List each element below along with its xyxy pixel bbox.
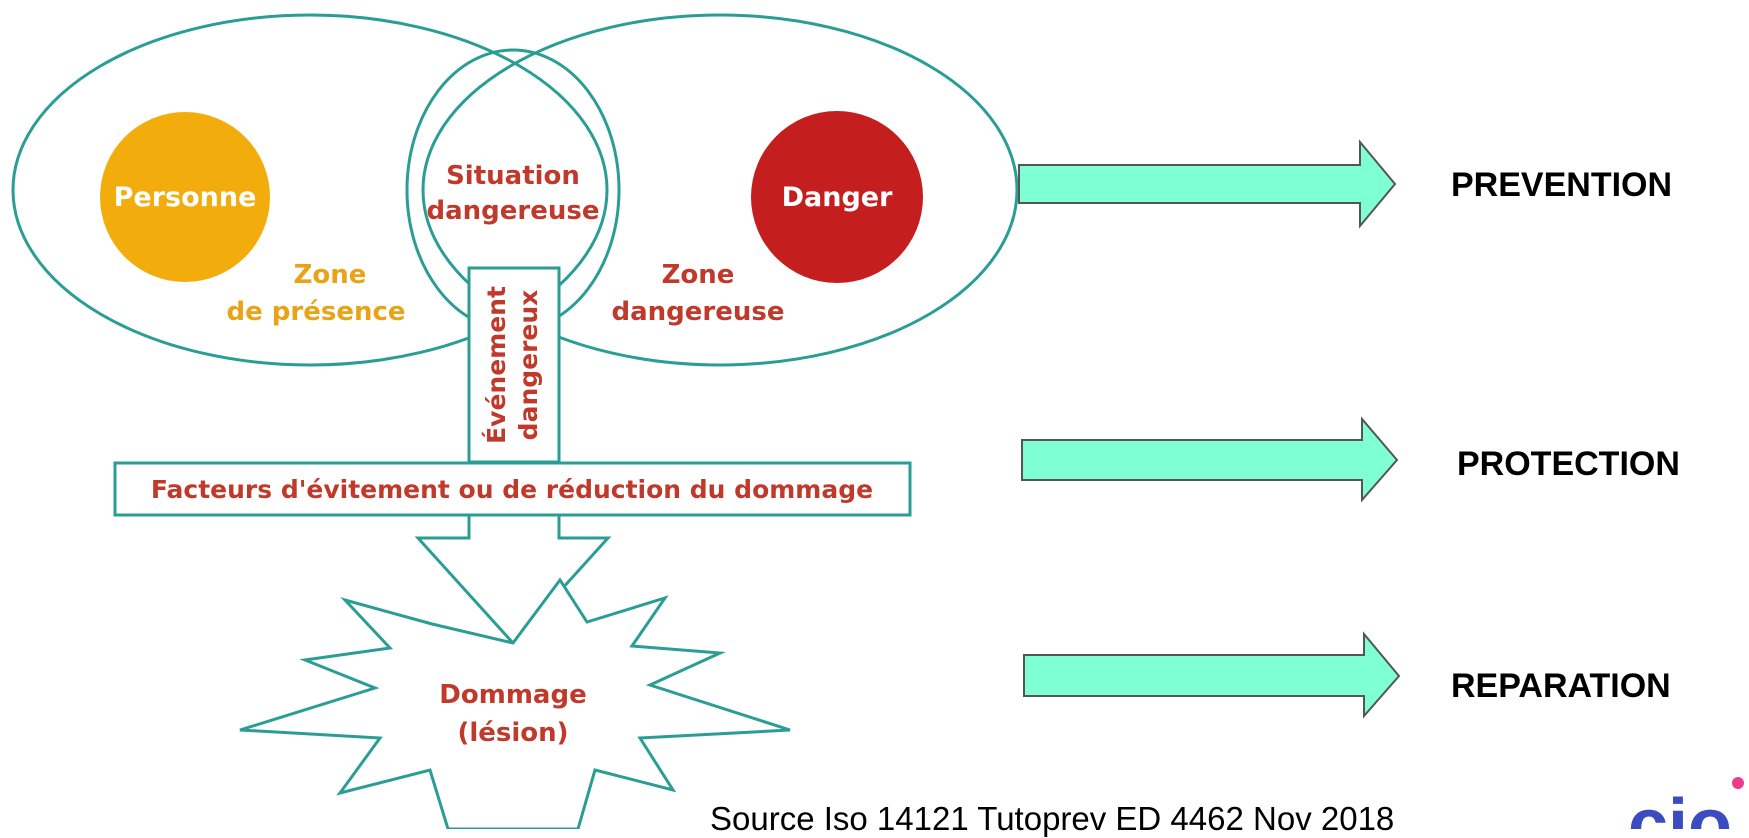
presence-zone-ellipse: [11, 13, 609, 367]
danger-label: Danger: [782, 182, 893, 213]
danger-circle: [751, 111, 923, 283]
event-label-line1: Événement: [482, 286, 511, 444]
presence-zone-label-line1: Zone: [294, 260, 367, 290]
situation-label-line1: Situation: [446, 161, 580, 191]
protection-label: PROTECTION: [1457, 445, 1680, 483]
danger-zone-label-line2: dangereuse: [612, 297, 785, 327]
danger-zone-ellipse: [421, 13, 1019, 367]
cio-logo-text: cio: [1628, 785, 1732, 829]
damage-label-line2: (lésion): [457, 718, 568, 748]
damage-star: [239, 577, 791, 829]
person-circle: [100, 112, 270, 282]
factors-bar: [113, 461, 912, 517]
reparation-arrow: [1023, 631, 1401, 719]
logo-dot-icon: [1732, 777, 1744, 789]
event-label-line2: dangereux: [514, 290, 543, 441]
reparation-label: REPARATION: [1451, 667, 1671, 705]
protection-arrow: [1021, 416, 1399, 503]
presence-zone-label-line2: de présence: [226, 297, 405, 327]
situation-label-line2: dangereuse: [427, 196, 600, 226]
cio-logo: cio: [1628, 777, 1744, 829]
prevention-label: PREVENTION: [1451, 166, 1672, 204]
source-caption: Source Iso 14121 Tutoprev ED 4462 Nov 20…: [710, 800, 1395, 837]
danger-zone-label-line1: Zone: [662, 260, 735, 290]
damage-label-line1: Dommage: [439, 680, 586, 710]
factors-label: Facteurs d'évitement ou de réduction du …: [151, 475, 873, 504]
person-label: Personne: [114, 182, 257, 213]
event-bar: [467, 266, 561, 464]
prevention-arrow: [1018, 139, 1397, 229]
